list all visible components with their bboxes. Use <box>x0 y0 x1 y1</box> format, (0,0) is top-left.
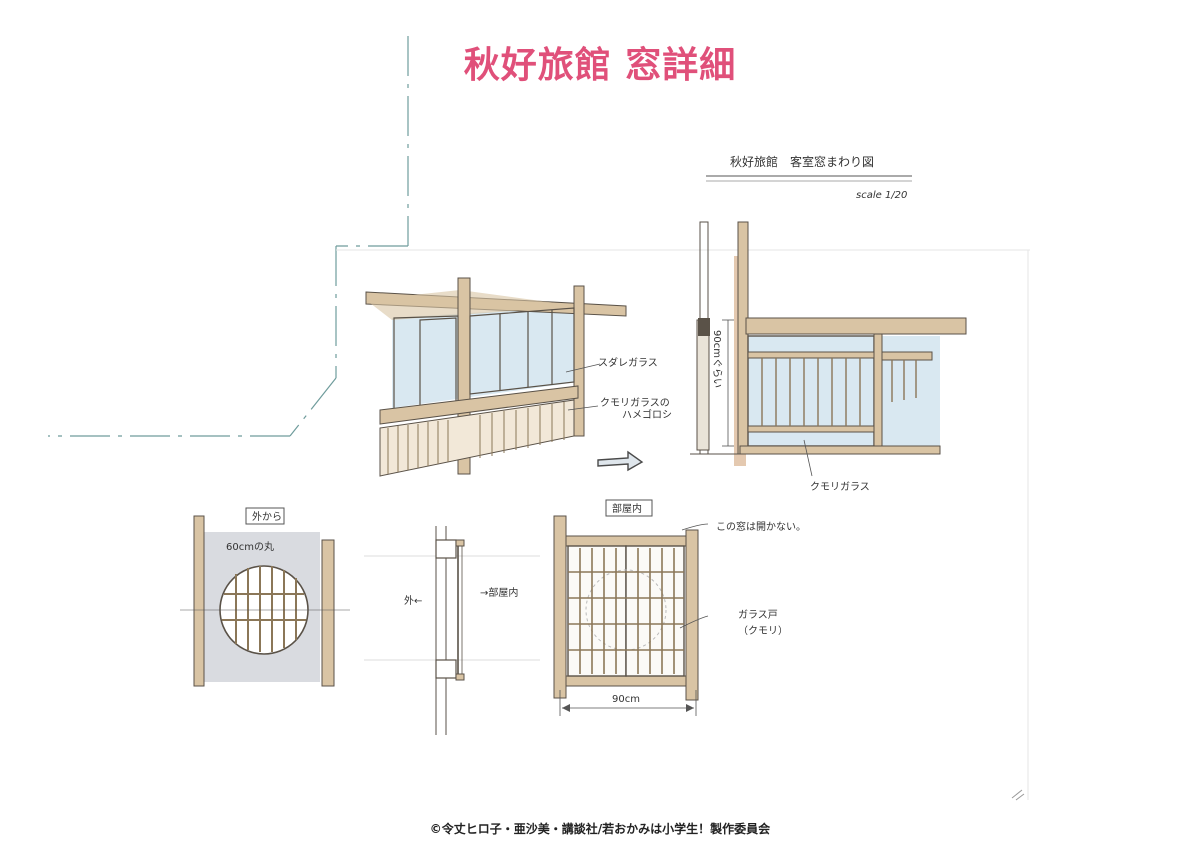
label-room-inside: →部屋内 <box>480 586 518 599</box>
note-window-not-open: この窓は開かない。 <box>716 520 806 533</box>
arrow-right-icon <box>597 450 644 472</box>
note-frosted-glass-line1: クモリガラスの <box>600 397 670 409</box>
dimension-90cm: 90cm <box>612 694 640 705</box>
guide-lines <box>48 36 409 437</box>
label-inside-room: 部屋内 <box>612 502 642 515</box>
label-from-outside: 外から <box>252 511 282 523</box>
copyright-notice: ©令丈ヒロ子・亜沙美・講談社/若おかみは小学生！製作委員会 <box>429 822 771 836</box>
interior-window-view <box>553 499 709 716</box>
note-sudare-glass: スダレガラス <box>598 356 658 369</box>
page-title: 秋好旅館 窓詳細 <box>463 45 737 86</box>
sheet-header: 秋好旅館 客室窓まわり図 <box>730 154 874 169</box>
note-round-60cm: 60cmの丸 <box>226 540 274 553</box>
note-frosted-glass: クモリガラス <box>810 481 870 493</box>
sheet-scale: scale 1/20 <box>856 190 907 201</box>
sheet-edge <box>336 249 1030 800</box>
note-height: 90cmぐらい <box>711 330 723 388</box>
note-glass-door-line2: （クモリ） <box>738 625 788 637</box>
note-frosted-glass-line2: ハメゴロシ <box>622 408 672 421</box>
note-glass-door-line1: ガラス戸 <box>738 609 778 621</box>
elevation-view <box>690 221 967 477</box>
label-outside: 外← <box>404 595 422 607</box>
perspective-view <box>365 277 627 477</box>
section-view <box>364 526 540 735</box>
round-window-view <box>180 507 350 687</box>
